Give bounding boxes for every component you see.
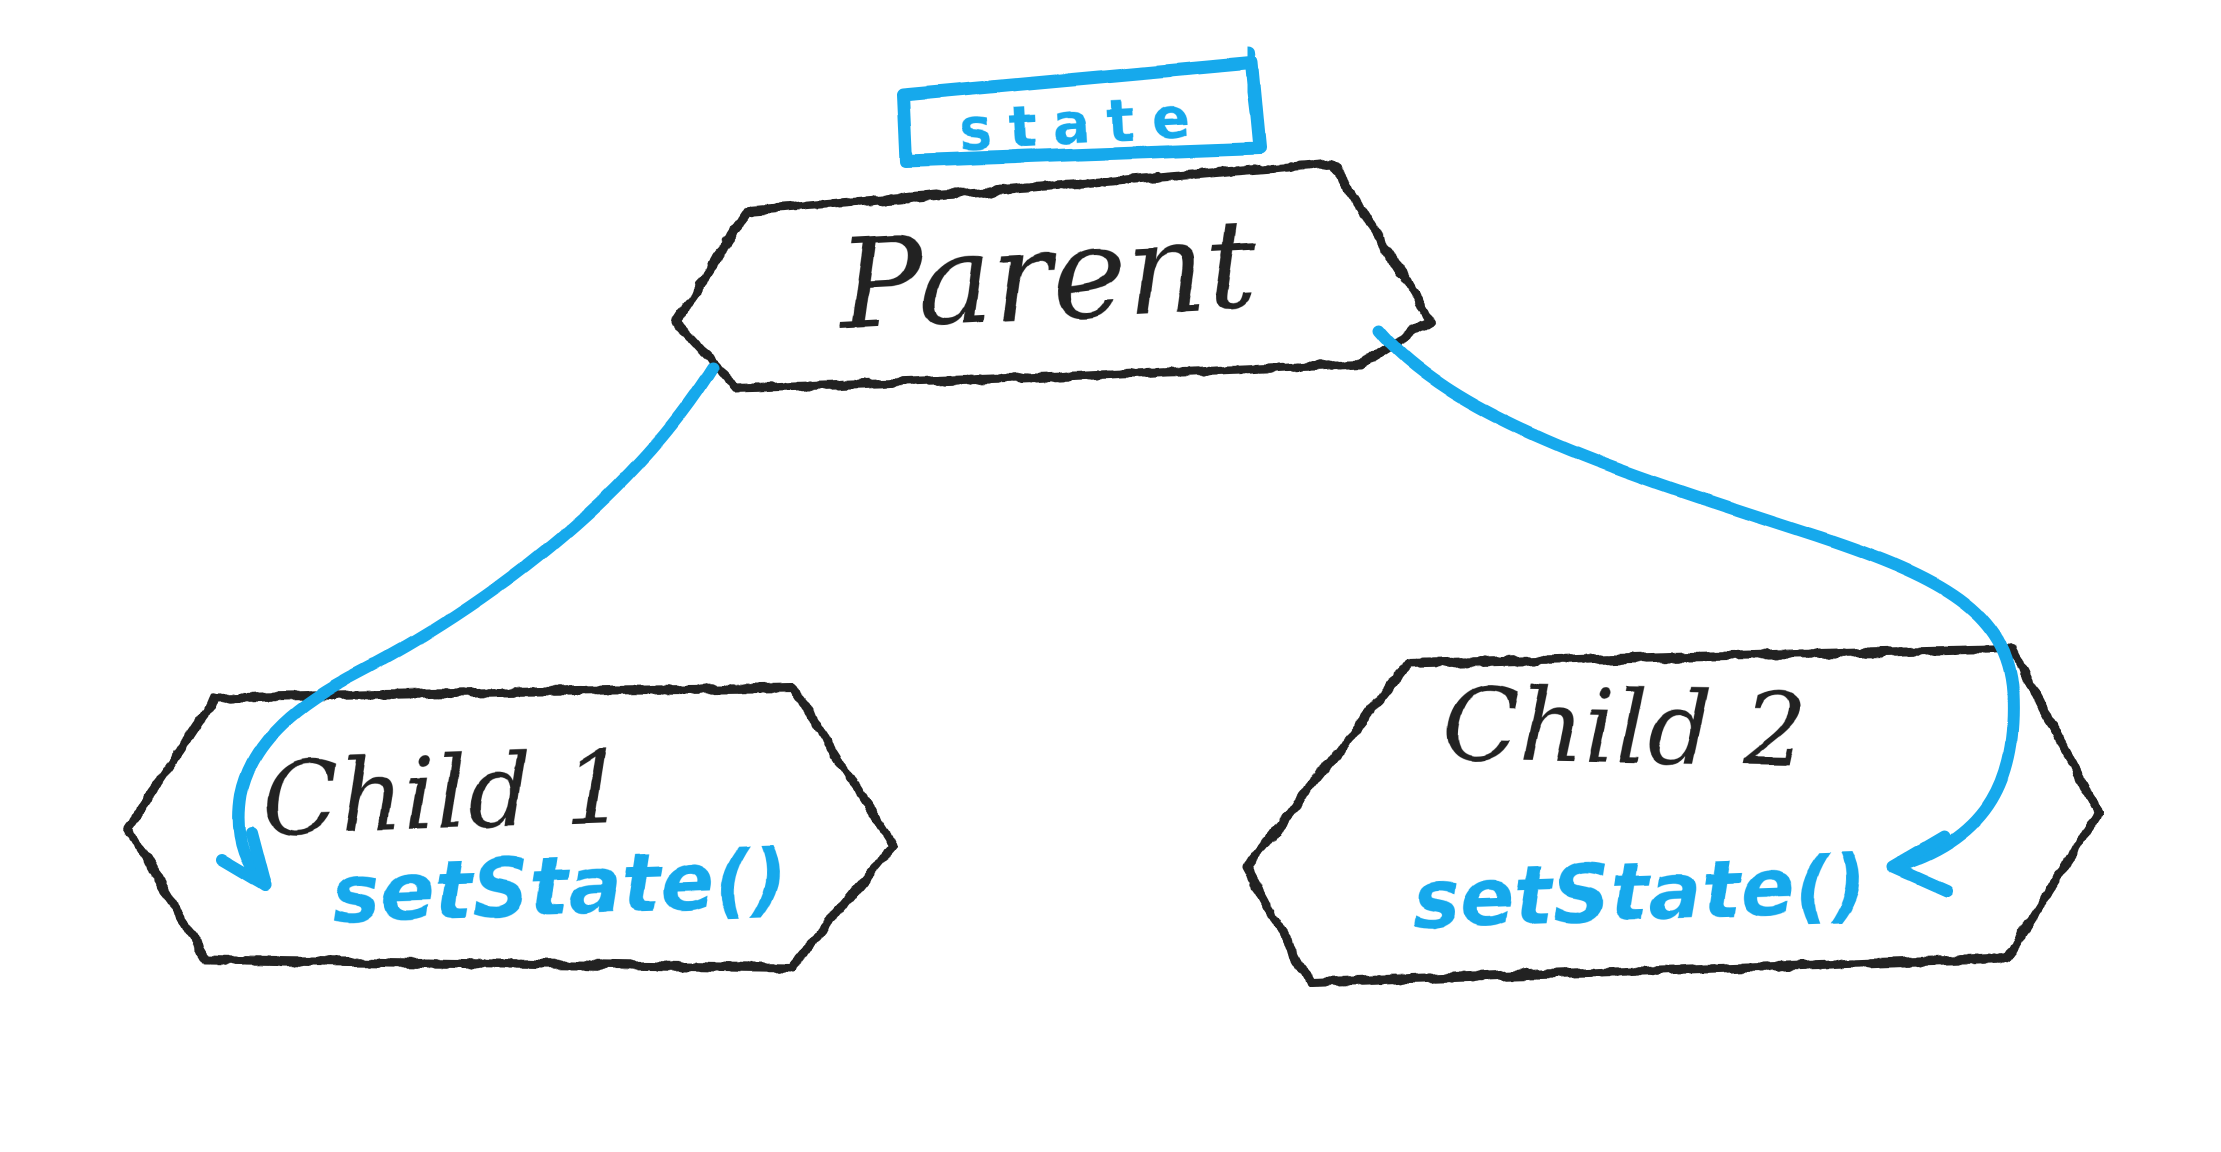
state-badge-outline [896, 56, 1267, 168]
child2-outline [1242, 644, 2103, 987]
child2-setstate-label: setState() [1411, 838, 1870, 947]
parent-node: Parent [671, 158, 1436, 393]
arrow-parent-to-child1 [216, 361, 719, 892]
state-badge: state [896, 47, 1267, 168]
parent-label: Parent [834, 192, 1261, 359]
child2-node: Child 2 setState() [1242, 644, 2103, 987]
parent-outline [671, 158, 1436, 393]
state-label: state [956, 83, 1208, 164]
child2-label: Child 2 [1442, 666, 1808, 789]
child1-setstate-label: setState() [331, 832, 790, 941]
child1-label: Child 1 [261, 729, 629, 859]
arrow-parent-to-child2-curve [1373, 325, 2020, 873]
arrow-parent-to-child2-arrowhead-icon [1887, 831, 1953, 897]
arrow-parent-to-child1-curve [233, 361, 719, 892]
arrow-parent-to-child2 [1373, 325, 2020, 897]
state-badge-overshoot-stroke [1242, 47, 1263, 119]
arrow-parent-to-child1-arrowhead-icon [216, 827, 272, 892]
